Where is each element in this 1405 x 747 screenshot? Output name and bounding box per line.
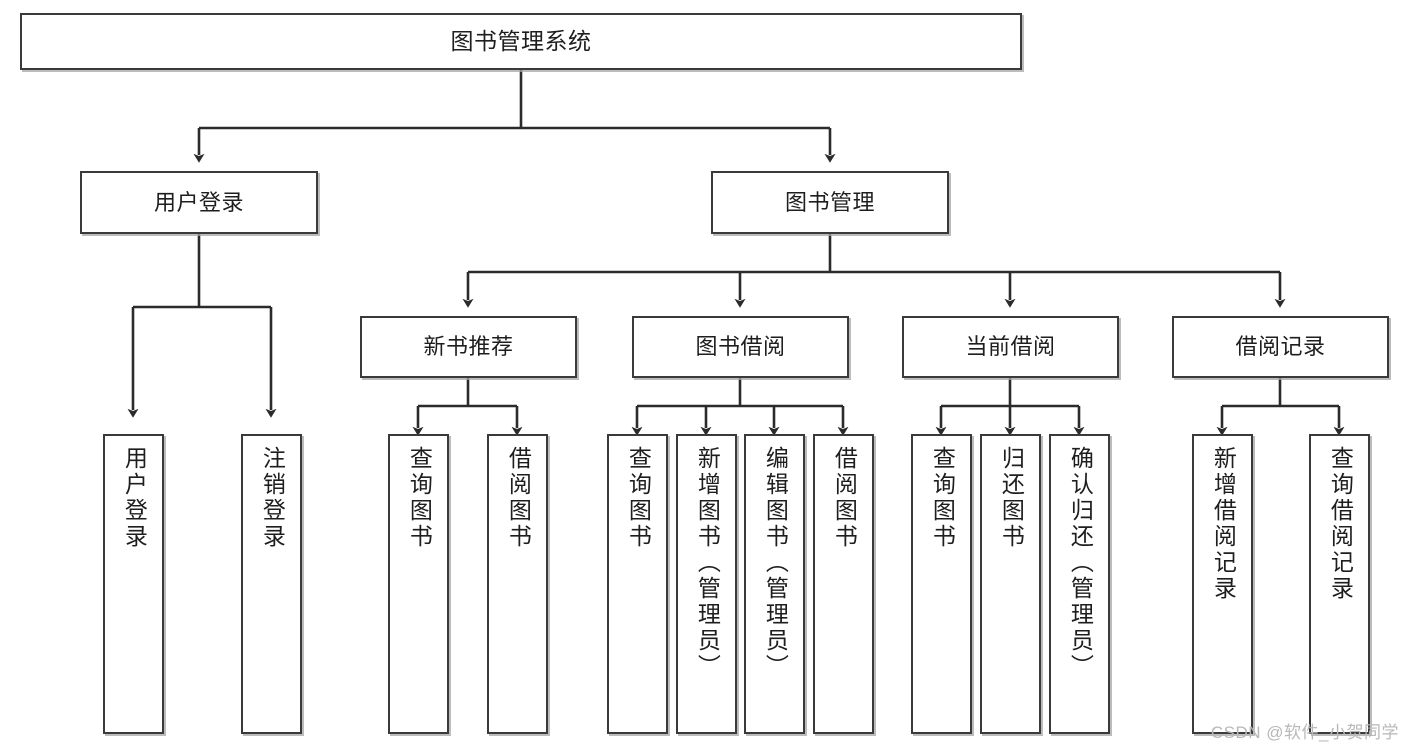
node-book-borrow[interactable]: 图书借阅 [632, 316, 849, 378]
node-new-book-recommend-label: 新书推荐 [423, 334, 514, 360]
node-leaf-edit-book[interactable]: 编辑图书（管理员） [744, 434, 805, 734]
node-user-login-label: 用户登录 [153, 189, 244, 215]
node-book-manage[interactable]: 图书管理 [711, 171, 949, 234]
node-leaf-confirm-return-label: 确认归还（管理员） [1067, 446, 1094, 680]
node-leaf-return-book[interactable]: 归还图书 [980, 434, 1041, 734]
node-leaf-query-book-1-label: 查询图书 [406, 446, 433, 550]
node-leaf-return-book-label: 归还图书 [998, 446, 1025, 550]
node-leaf-edit-book-label: 编辑图书（管理员） [762, 446, 789, 680]
node-leaf-query-record[interactable]: 查询借阅记录 [1309, 434, 1370, 734]
node-leaf-user-login-label: 用户登录 [121, 446, 148, 550]
node-root-label: 图书管理系统 [450, 28, 592, 55]
node-leaf-borrow-book-2[interactable]: 借阅图书 [813, 434, 874, 734]
node-leaf-logout-login-label: 注销登录 [259, 446, 286, 550]
node-leaf-query-book-2-label: 查询图书 [625, 446, 652, 550]
node-leaf-query-record-label: 查询借阅记录 [1327, 446, 1354, 602]
node-leaf-add-record-label: 新增借阅记录 [1210, 446, 1237, 602]
node-new-book-recommend[interactable]: 新书推荐 [360, 316, 577, 378]
node-leaf-add-record[interactable]: 新增借阅记录 [1192, 434, 1253, 734]
node-leaf-user-login[interactable]: 用户登录 [103, 434, 164, 734]
node-current-borrow-label: 当前借阅 [965, 334, 1056, 360]
node-leaf-confirm-return[interactable]: 确认归还（管理员） [1049, 434, 1110, 734]
node-leaf-add-book[interactable]: 新增图书（管理员） [676, 434, 737, 734]
node-leaf-query-book-3[interactable]: 查询图书 [911, 434, 972, 734]
watermark: CSDN @软件_小贺同学 [1210, 723, 1399, 742]
node-book-borrow-label: 图书借阅 [695, 334, 786, 360]
node-current-borrow[interactable]: 当前借阅 [902, 316, 1119, 378]
node-user-login[interactable]: 用户登录 [80, 171, 318, 234]
node-leaf-logout-login[interactable]: 注销登录 [241, 434, 302, 734]
node-borrow-record-label: 借阅记录 [1235, 334, 1326, 360]
node-root[interactable]: 图书管理系统 [20, 13, 1022, 70]
node-leaf-borrow-book-2-label: 借阅图书 [831, 446, 858, 550]
node-leaf-borrow-book-1[interactable]: 借阅图书 [487, 434, 548, 734]
node-leaf-borrow-book-1-label: 借阅图书 [505, 446, 532, 550]
node-leaf-query-book-1[interactable]: 查询图书 [388, 434, 449, 734]
node-leaf-query-book-3-label: 查询图书 [929, 446, 956, 550]
node-borrow-record[interactable]: 借阅记录 [1172, 316, 1389, 378]
node-book-manage-label: 图书管理 [784, 189, 875, 215]
node-leaf-add-book-label: 新增图书（管理员） [694, 446, 721, 680]
node-leaf-query-book-2[interactable]: 查询图书 [607, 434, 668, 734]
